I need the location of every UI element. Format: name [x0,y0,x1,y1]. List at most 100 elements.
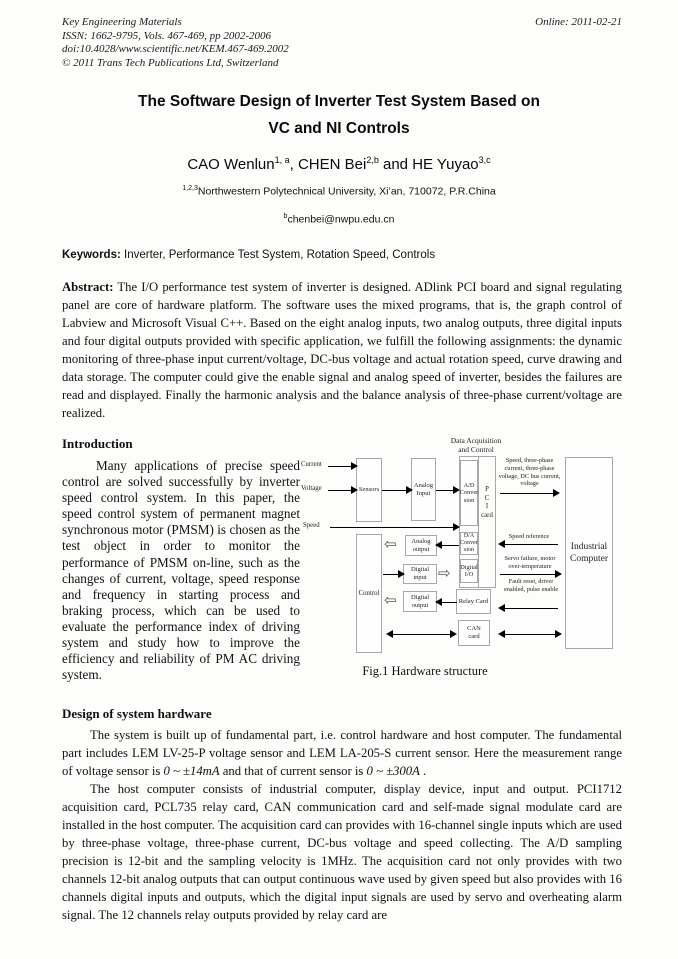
annotation-speed-reference: Speed reference [508,533,550,540]
digital-io-line1: Digital [460,563,478,571]
sensors-box: Sensors [356,458,382,522]
abstract-label: Abstract: [62,280,114,294]
daq-header-line2: and Control [458,444,494,454]
relay-to-digital-output-arrow [435,598,457,606]
abstract-paragraph: Abstract: The I/O performance test syste… [62,278,622,422]
digital-output-box: Digital output [403,591,437,612]
author-line: CAO Wenlun1, a, CHEN Bei2,b and HE Yuyao… [0,155,678,173]
ad-line2: Conver [459,489,479,497]
design-p1-text3: . [419,764,427,778]
keywords-line: Keywords: Inverter, Performance Test Sys… [62,249,622,261]
da-line1: D/A [463,533,475,539]
relay-card-box: Relay Card [456,589,491,614]
pci-card-divider [478,456,479,588]
affiliation-text: Northwestern Polytechnical University, X… [197,185,496,198]
design-p1-math2: 0 ~ ±300A [366,764,420,778]
annotation-servo-failure: Servo failure, motor over-temperature [504,555,556,570]
journal-copyright: © 2011 Trans Tech Publications Ltd, Swit… [62,56,279,69]
can-computer-bidirectional-arrow [498,630,562,638]
control-box: Control [356,534,382,653]
can-line2: card [468,633,480,640]
pci-card-label: P C I card [479,486,495,520]
pci-card-outer-box [459,456,496,588]
daq-header: Data Acquisition and Control [440,436,512,454]
annotation-fault-reset: Fault reset, driver enabled, pulse enabl… [503,578,559,593]
digital-output-line2: output [411,601,429,609]
paper-title: The Software Design of Inverter Test Sys… [0,88,678,142]
introduction-column: Introduction Many applications of precis… [62,436,300,683]
author-3-sup: 3,c [478,155,491,165]
pci-word-card: card [481,511,493,519]
email-text: chenbei@nwpu.edu.cn [287,213,395,225]
control-can-bidirectional-arrow [386,630,457,638]
speed-to-pci-arrow [330,523,460,531]
hollow-left-arrow-analog-output-icon: ⇦ [384,535,397,553]
abstract-text: The I/O performance test system of inver… [62,280,622,420]
computer-to-pci-speed-ref-arrow [498,540,558,548]
hollow-right-arrow-digital-input-icon: ⇨ [438,564,451,582]
can-line1: CAN [467,625,481,633]
voltage-input-label: Voltage [301,485,322,492]
design-p1-math1: 0 ~ ±14mA [163,764,220,778]
design-p1-text2: and that of current sensor is [219,764,367,778]
figure-hardware-structure: Data Acquisition and Control Current Vol… [300,436,622,688]
paper-title-line2: VC and NI Controls [268,120,410,137]
keywords-text: Inverter, Performance Test System, Rotat… [124,249,436,261]
pci-letter-i: I [485,503,489,510]
email-line: bchenbei@nwpu.edu.cn [0,213,678,226]
design-heading: Design of system hardware [62,706,212,721]
journal-header: Key Engineering Materials ISSN: 1662-979… [0,0,678,70]
analog-input-line1: Analog [413,481,434,489]
analog-input-box: Analog Input [411,458,436,521]
title-block: The Software Design of Inverter Test Sys… [0,88,678,225]
digital-input-line1: Digital [410,566,430,574]
journal-info: Key Engineering Materials ISSN: 1662-979… [62,16,289,70]
author-1-sup: 1, a [274,155,290,165]
analog-input-line2: Input [416,489,431,497]
journal-doi: doi:10.4028/www.scientific.net/KEM.467-4… [62,43,289,55]
digital-input-line2: input [413,574,427,581]
journal-issn: ISSN: 1662-9795, Vols. 467-469, pp 2002-… [62,29,271,42]
control-box-label: Control [358,589,380,597]
author-sep-1: , [289,156,298,173]
hollow-left-arrow-digital-output-icon: ⇦ [384,591,397,609]
da-line3: sion [463,547,474,553]
annotation-to-pc-signals: Speed, three-phase current, three-phase … [498,457,561,488]
daq-header-line1: Data Acquisition [450,436,502,445]
online-date: Online: 2011-02-21 [535,16,622,28]
analog-output-box: Analog output [405,535,437,556]
current-input-label: Current [301,461,322,468]
author-2-sup: 2,b [366,155,379,165]
speed-input-label: Speed [303,522,320,529]
introduction-and-figure: Introduction Many applications of precis… [62,436,678,688]
pci-to-computer-data-arrow [500,489,560,497]
affiliation-sup: 1,2,3 [182,185,198,192]
author-2: CHEN Bei [297,156,367,173]
ad-line1: A/D [463,481,475,489]
sensors-to-analog-input-arrow [382,486,413,494]
computer-to-relay-arrow [498,604,558,612]
digital-input-box: Digital input [403,564,437,584]
da-conversion-box: D/A Conver sion [460,532,478,555]
current-to-sensors-arrow [328,462,358,470]
ad-conversion-box: A/D Conver sion [460,460,478,526]
design-p1-text1: The system is built up of fundamental pa… [62,728,622,778]
design-paragraph-1: The system is built up of fundamental pa… [62,726,622,780]
author-1: CAO Wenlun [187,156,275,173]
affiliation-line: 1,2,3Northwestern Polytechnical Universi… [0,185,678,198]
can-card-box: CAN card [458,620,490,646]
introduction-heading: Introduction [62,436,133,451]
paper-title-line1: The Software Design of Inverter Test Sys… [138,93,540,110]
da-line2: Conver [460,540,478,546]
analog-input-to-ad-arrow [436,486,460,494]
design-paragraph-2: The host computer consists of industrial… [62,782,622,922]
author-sep-2: and [378,156,413,173]
author-3: HE Yuyao [412,156,479,173]
pci-letter-p: P [485,486,489,493]
ad-line3: sion [463,496,475,504]
control-to-digital-input-arrow [383,570,405,578]
voltage-to-sensors-arrow [328,486,358,494]
analog-output-line1: Analog [411,537,431,545]
da-to-analog-output-arrow [435,541,459,549]
